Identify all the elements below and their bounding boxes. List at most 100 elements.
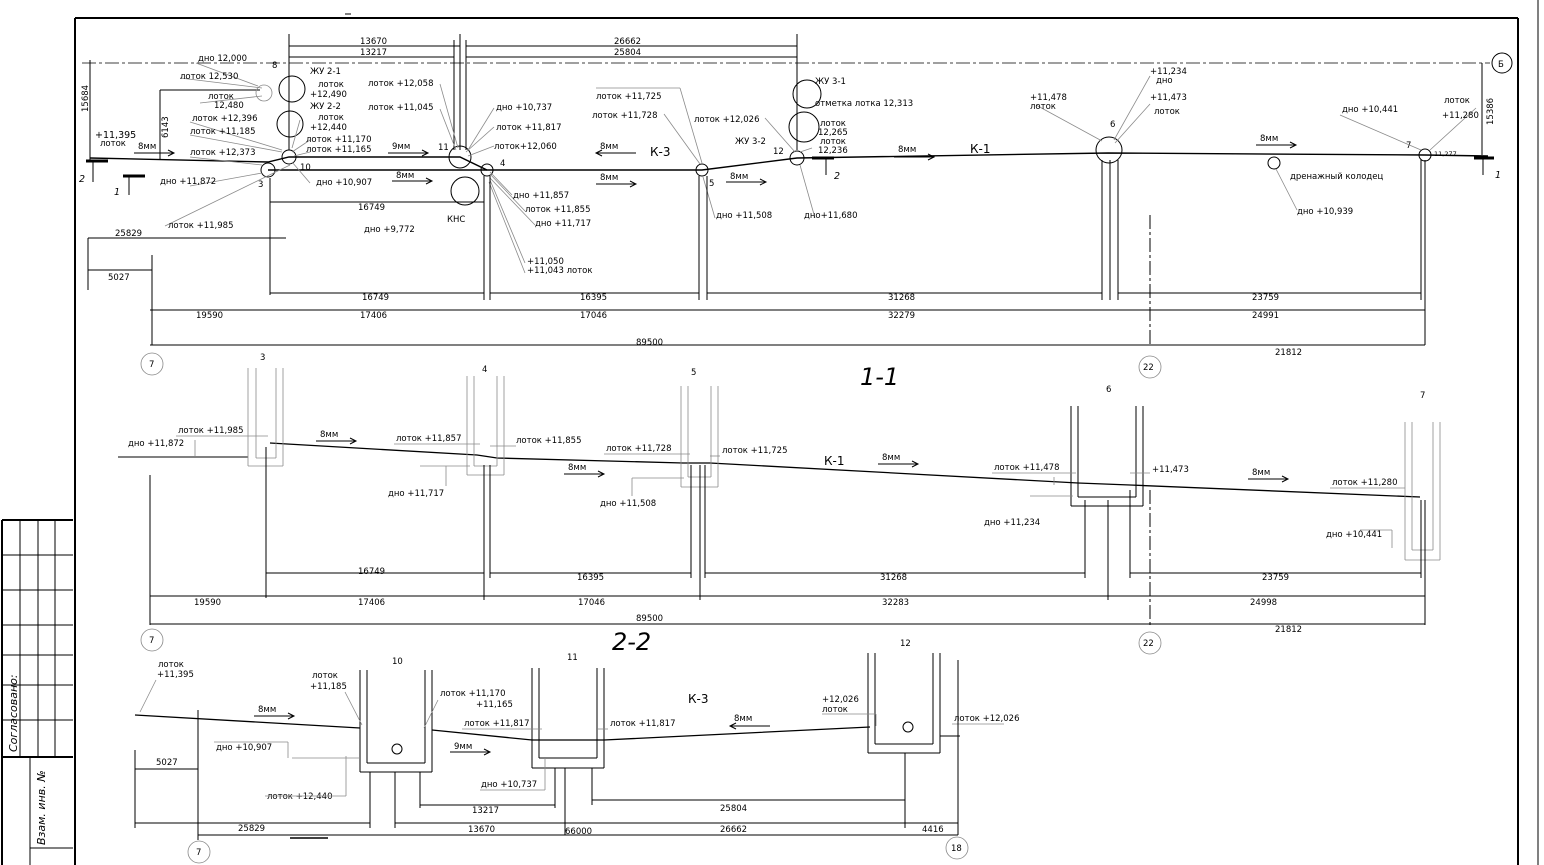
axis-bubble-22 (1138, 355, 1162, 379)
s22-well-11: 11 (567, 653, 578, 663)
lvl-11717: дно +11,717 (535, 219, 591, 229)
well-zhu-3-1 (792, 79, 822, 109)
s11-row1-1: 16395 (577, 573, 604, 583)
lvl-w6-11473: +11,473 (1150, 93, 1187, 103)
lvl-10907: дно +10,907 (316, 178, 372, 188)
well-num-4: 4 (500, 159, 505, 169)
dim-15684: 15684 (81, 85, 91, 112)
dim-row2-0: 19590 (196, 311, 223, 321)
s22-dim-5: 66000 (565, 827, 592, 837)
lvl-11050: +11,050 (527, 257, 564, 267)
plan-level-labels: дно 12,000 лоток 12,530 лоток 12,480 лот… (95, 54, 1479, 276)
lvl-10441: дно +10,441 (1342, 105, 1398, 115)
axis-bubble-b (1491, 52, 1513, 74)
s22-12026a-lbl: лоток (822, 705, 848, 715)
lvl-w8-lotok: лоток 12,530 (180, 72, 238, 82)
lvl-11725: лоток +11,725 (596, 92, 662, 102)
lvl-w7-11277: 11,277 (1434, 150, 1457, 158)
well-num-6: 6 (1110, 120, 1115, 130)
s11-11728: лоток +11,728 (606, 444, 672, 454)
lvl-w7-lotok: лоток (1444, 96, 1470, 106)
lvl-otmetka: отметка лотка 12,313 (815, 99, 913, 109)
lvl-11857: дно +11,857 (513, 191, 569, 201)
lvl-zhu22-lotok: лоток (318, 113, 344, 123)
dim-6143: 6143 (161, 116, 171, 138)
lvl-11165: лоток +11,165 (306, 145, 372, 155)
s22-12026b: лоток +12,026 (954, 714, 1020, 724)
axis-22: 22 (1143, 363, 1154, 373)
s11-11872: дно +11,872 (128, 439, 184, 449)
slope-2: 9мм (392, 142, 410, 152)
s11-11985: лоток +11,985 (178, 426, 244, 436)
lvl-zhu32-l1: лоток (820, 119, 846, 129)
lvl-zhu22-val: +12,440 (310, 123, 347, 133)
lvl-w6-11234-lbl: дно (1156, 76, 1173, 86)
s11-10441: дно +10,441 (1326, 530, 1382, 540)
dim-row1-0: 16749 (362, 293, 389, 303)
s22-dim-6: 26662 (720, 825, 747, 835)
s22-11817b: лоток +11,817 (610, 719, 676, 729)
s22-slope-3: 8мм (734, 714, 752, 724)
lvl-12026: лоток +12,026 (694, 115, 760, 125)
dim-15386: 15386 (1486, 98, 1496, 125)
section-1-1: 1-1 3 4 5 6 7 лоток +11,985 дно +11,872 … (118, 353, 1441, 655)
s22-11185-lbl: лоток (312, 671, 338, 681)
well-8 (255, 84, 273, 102)
section-2-2: 2-2 10 11 12 лоток +11,395 лоток +11,185… (134, 628, 1020, 864)
plan-view: Б 13670 13217 26662 25804 15684 6143 153… (79, 34, 1513, 379)
pipe-k1: К-1 (970, 142, 990, 156)
s11-slope-1: 8мм (320, 430, 338, 440)
s11-slope-4: 8мм (1252, 468, 1270, 478)
s22-dim-3: 25829 (238, 824, 265, 834)
s11-row1-0: 16749 (358, 567, 385, 577)
s11-axis-22: 22 (1143, 639, 1154, 649)
slope-7: 8мм (898, 145, 916, 155)
lvl-w7-11280: +11,280 (1442, 111, 1479, 121)
lvl-11043: +11,043 лоток (527, 266, 593, 276)
s11-row1-2: 31268 (880, 573, 907, 583)
dim-13670: 13670 (360, 37, 387, 47)
s22-11395-lbl: лоток (158, 660, 184, 670)
s22-slope-1: 8мм (258, 705, 276, 715)
dim-row2-2: 17046 (580, 311, 607, 321)
s22-10737: дно +10,737 (481, 780, 537, 790)
lvl-left-11395-lbl: лоток (100, 139, 126, 149)
s11-row2-0: 19590 (194, 598, 221, 608)
plan-slopes: 8мм 9мм 8мм 8мм 8мм 8мм 8мм 8мм К-3 К-1 (134, 134, 1298, 188)
stamp-soglasovano: Согласовано: (7, 674, 20, 752)
s11-11508: дно +11,508 (600, 499, 656, 509)
section-marker-1-right: 1 (1495, 170, 1501, 181)
lvl-11680: дно+11,680 (804, 211, 858, 221)
s11-row2-4: 24998 (1250, 598, 1277, 608)
s11-row2-3: 32283 (882, 598, 909, 608)
s11-11857: лоток +11,857 (396, 434, 462, 444)
s22-axis-18: 18 (951, 844, 962, 854)
section-marker-2-right: 2 (834, 171, 840, 182)
lvl-zhu32-v1: 12,265 (818, 128, 848, 138)
lvl-zhu22: ЖУ 2-2 (310, 102, 341, 112)
s22-pipe: К-3 (688, 692, 708, 706)
well-4 (480, 163, 494, 177)
s22-dim-0: 5027 (156, 758, 178, 768)
s11-11717: дно +11,717 (388, 489, 444, 499)
s11-well-5: 5 (691, 368, 696, 378)
s22-dim-1: 13217 (472, 806, 499, 816)
lvl-zhu31: ЖУ 3-1 (815, 77, 846, 87)
axis-bubble-7 (140, 352, 164, 376)
dim-row2-4: 24991 (1252, 311, 1279, 321)
well-10 (281, 149, 297, 165)
s22-axis-bubble-18 (945, 836, 969, 860)
well-num-10: 10 (300, 163, 311, 173)
axis-b-label: Б (1498, 60, 1504, 70)
s22-12440: лоток +12,440 (267, 792, 333, 802)
well-drain (1267, 156, 1281, 170)
s22-11170: лоток +11,170 (440, 689, 506, 699)
s22-slope-2: 9мм (454, 742, 472, 752)
dim-right-total: 21812 (1275, 348, 1302, 358)
lvl-w8-dno: дно 12,000 (198, 54, 247, 64)
well-3 (260, 162, 276, 178)
s11-row1-3: 23759 (1262, 573, 1289, 583)
s11-11478: лоток +11,478 (994, 463, 1060, 473)
dim-row1-2: 31268 (888, 293, 915, 303)
s11-well-4: 4 (482, 365, 487, 375)
